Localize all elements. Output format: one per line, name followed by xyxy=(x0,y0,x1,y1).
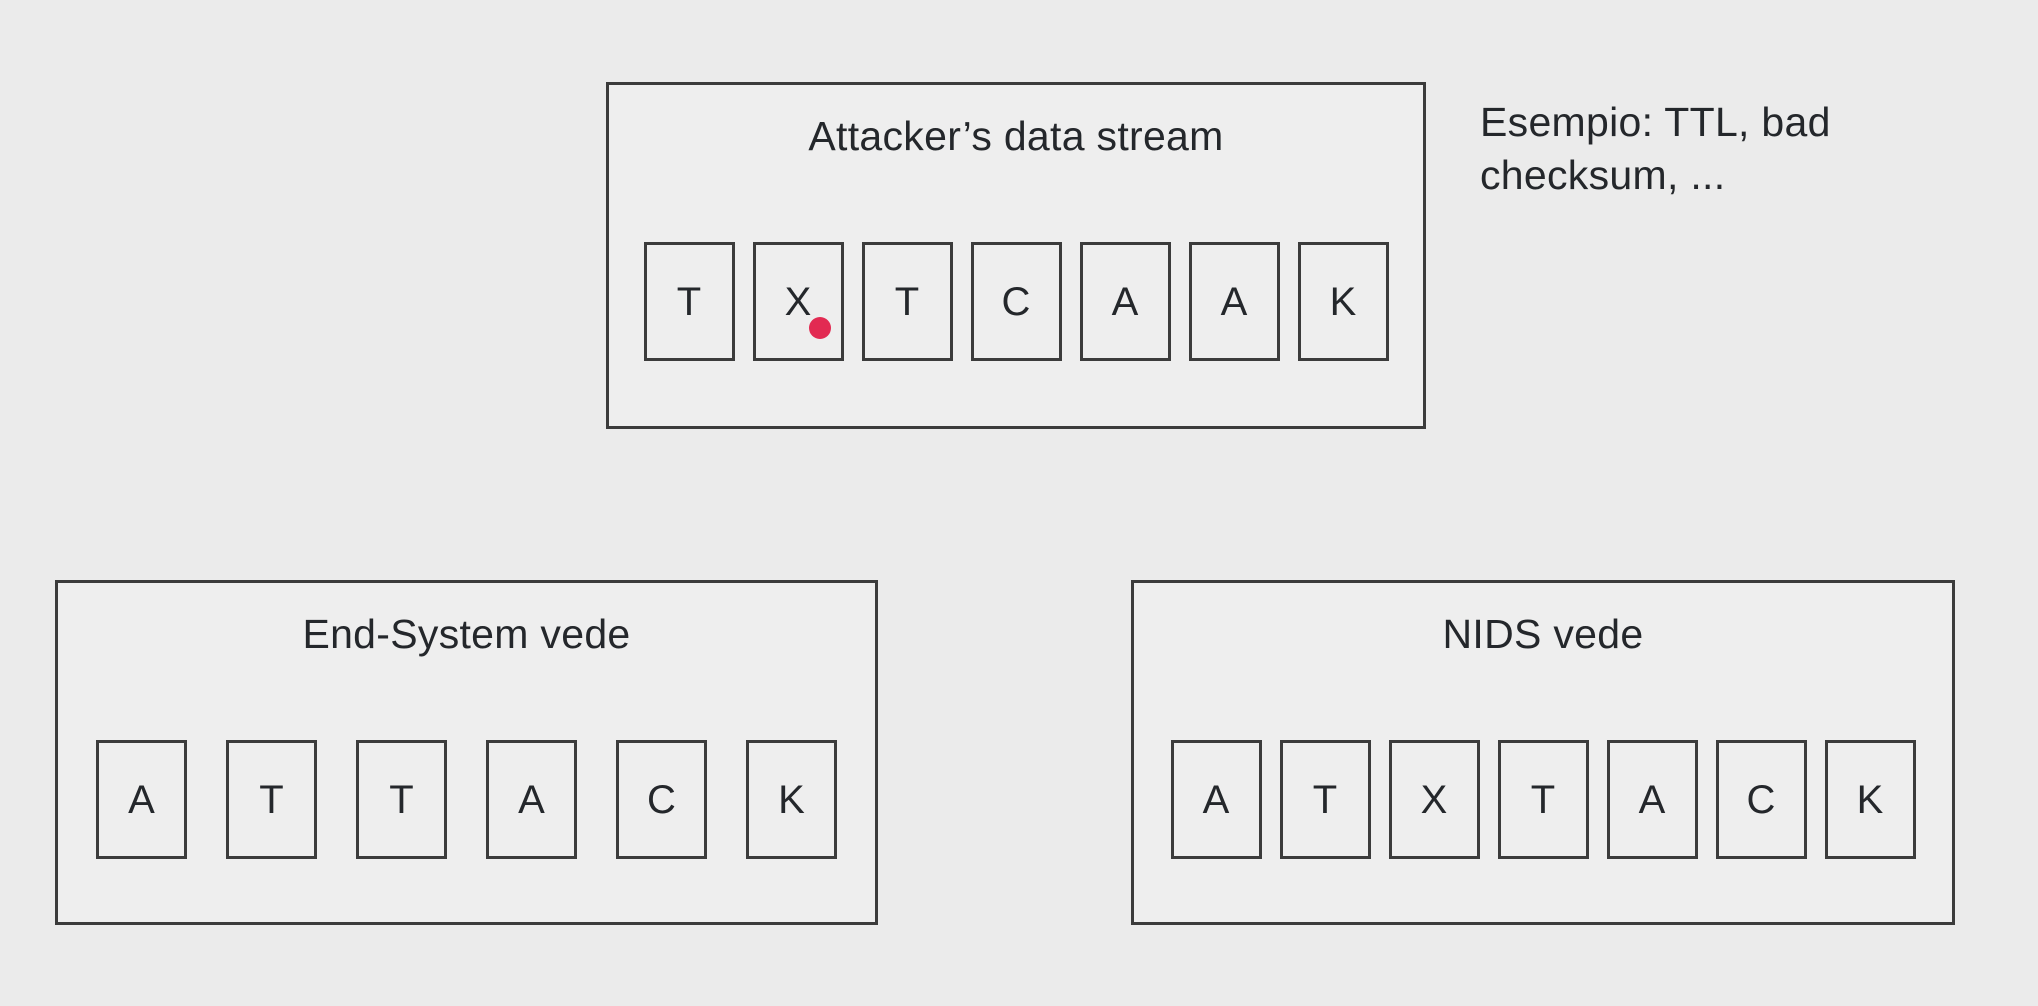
letter-cell: T xyxy=(861,242,953,361)
attacker-stream-box: Attacker’s data stream T X T C A A K xyxy=(606,82,1426,429)
letter-cell: T xyxy=(643,242,735,361)
letter: A xyxy=(128,777,155,822)
letter: K xyxy=(1329,279,1357,324)
letter: K xyxy=(1856,777,1884,822)
letter: A xyxy=(1111,279,1139,324)
letter-cell: T xyxy=(1497,740,1589,859)
letter: A xyxy=(1638,777,1666,822)
letter-cell: X xyxy=(1388,740,1480,859)
end-system-box: End-System vede A T T A C K xyxy=(55,580,878,925)
attacker-stream-title: Attacker’s data stream xyxy=(808,113,1224,159)
nids-title: NIDS vede xyxy=(1442,611,1644,657)
letter: A xyxy=(1220,279,1248,324)
letter-cell: K xyxy=(1297,242,1389,361)
letter-cell: C xyxy=(616,740,707,859)
letter-cell: A xyxy=(1170,740,1262,859)
letter-cell: T xyxy=(356,740,447,859)
letter-cell: K xyxy=(1824,740,1916,859)
example-annotation: Esempio: TTL, bad checksum, ... xyxy=(1480,96,1831,202)
letter-cell: C xyxy=(970,242,1062,361)
letter: T xyxy=(1530,777,1556,822)
letter-cell: C xyxy=(1715,740,1807,859)
annotation-line-2: checksum, ... xyxy=(1480,152,1726,198)
letter: X xyxy=(784,279,812,324)
letter-cell: X xyxy=(752,242,844,361)
letter: C xyxy=(647,777,676,822)
letter-cell: T xyxy=(1279,740,1371,859)
end-system-title: End-System vede xyxy=(302,611,631,657)
letter-cell: T xyxy=(226,740,317,859)
letter: C xyxy=(1001,279,1031,324)
letter-cell: K xyxy=(746,740,837,859)
letter: T xyxy=(389,777,414,822)
letter: K xyxy=(778,777,805,822)
letter: A xyxy=(518,777,545,822)
letter: X xyxy=(1420,777,1448,822)
insertion-marker-dot xyxy=(808,317,831,339)
letter: T xyxy=(259,777,284,822)
letter: A xyxy=(1202,777,1230,822)
letter: T xyxy=(1312,777,1338,822)
letter-cell: A xyxy=(1079,242,1171,361)
letter: T xyxy=(894,279,920,324)
letter-cell: A xyxy=(1606,740,1698,859)
annotation-line-1: Esempio: TTL, bad xyxy=(1480,99,1831,145)
letter: T xyxy=(676,279,702,324)
letter-cell: A xyxy=(1188,242,1280,361)
letter: C xyxy=(1746,777,1776,822)
letter-cell: A xyxy=(96,740,187,859)
nids-box: NIDS vede A T X T A C K xyxy=(1131,580,1955,925)
letter-cell: A xyxy=(486,740,577,859)
